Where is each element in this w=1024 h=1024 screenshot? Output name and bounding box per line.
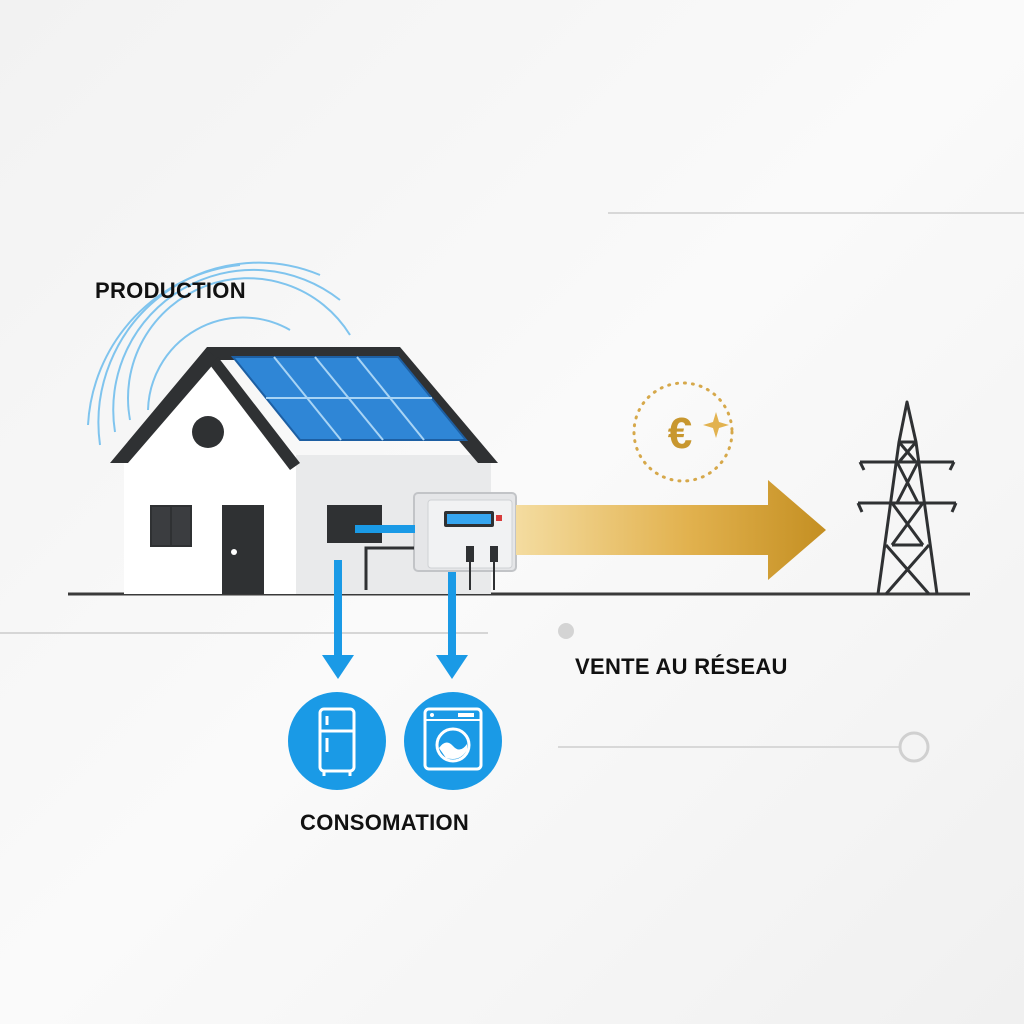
consumption-label: CONSOMATION [300, 810, 470, 835]
door [222, 505, 264, 594]
refrigerator-icon [288, 692, 386, 790]
solar-panel-icon [230, 356, 469, 441]
side-window [327, 505, 382, 543]
radiation-waves-icon [87, 261, 351, 446]
grid-sale-label: VENTE AU RÉSEAU [575, 654, 788, 679]
euro-symbol: € [668, 409, 692, 458]
sale-arrow [516, 480, 826, 580]
power-pylon-icon [856, 400, 958, 595]
round-window [192, 416, 224, 448]
euro-coin-icon [632, 381, 734, 483]
consumption-arrow-2 [436, 572, 468, 679]
decorative-dot [558, 623, 574, 639]
decorative-ring [898, 731, 930, 763]
consumption-arrow-1 [322, 560, 354, 679]
electric-meter-icon [355, 492, 517, 590]
production-label: PRODUCTION [95, 278, 246, 303]
washing-machine-icon [404, 692, 502, 790]
